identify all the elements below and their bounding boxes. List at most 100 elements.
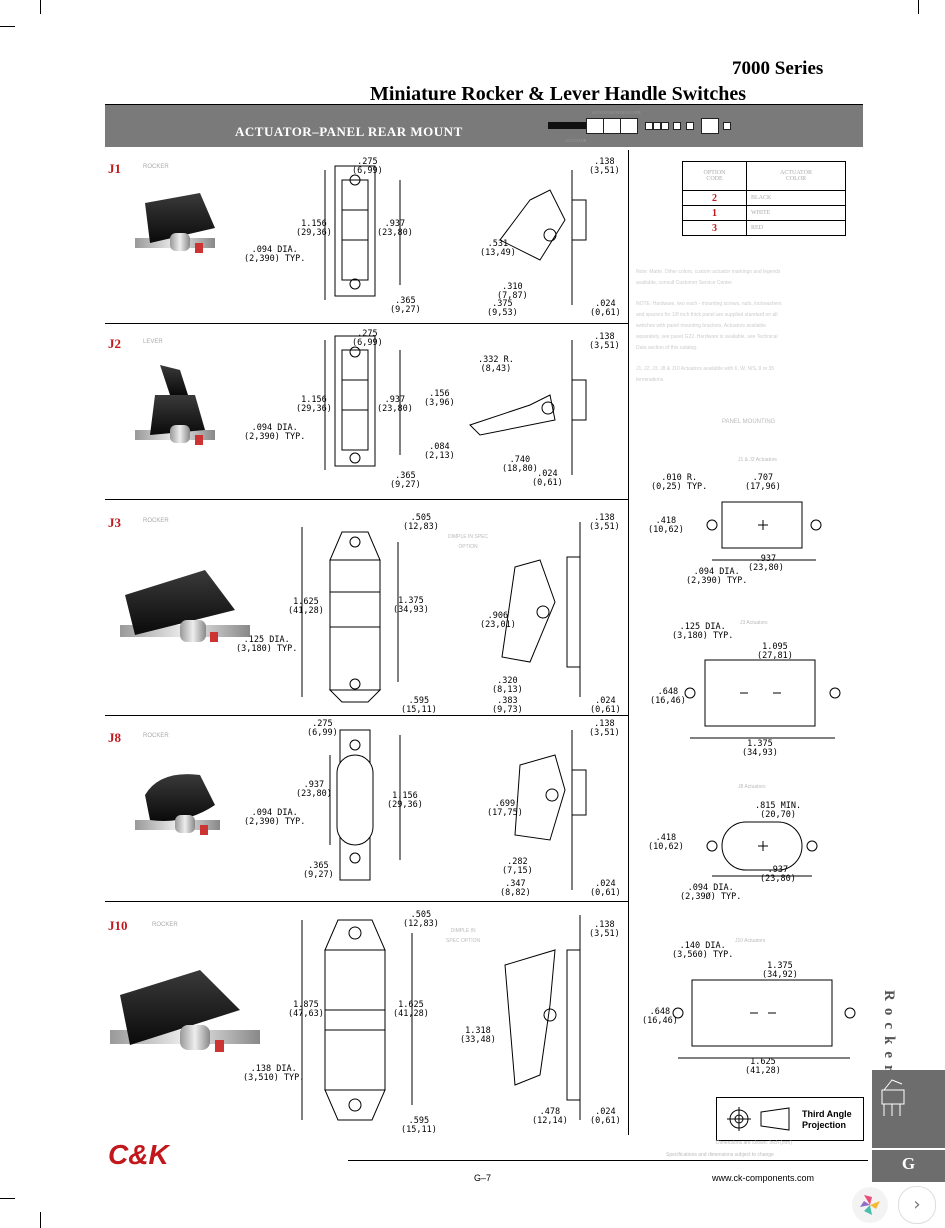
section-type-j10: ROCKER: [152, 922, 178, 928]
dim-cutout-width: 1.095 (27,81): [757, 642, 793, 661]
dim-side-thickness: .138 (3,51): [589, 920, 620, 939]
banner-title: ACTUATOR–PANEL REAR MOUNT: [235, 124, 463, 139]
dimensions-note: Dimensions are shown: Inch (mm): [716, 1140, 792, 1146]
note-text: J1, J2, J3, J8 & J10 Actuators available…: [636, 366, 775, 383]
dim-side-c: .347 (8,82): [500, 879, 531, 898]
dim-hole-dia: .138 DIA. (3,510) TYP.: [243, 1064, 305, 1083]
switch-photo-j10: [110, 970, 260, 1052]
dim-side-radius: .332 R. (8,43): [478, 355, 514, 374]
section-code-j3: J3: [108, 515, 121, 530]
section-code-j10: J10: [108, 918, 128, 933]
option-color: WHITE: [746, 205, 846, 221]
drawing-j1: [324, 165, 587, 305]
dim-front-bottom: .365 (9,27): [390, 471, 421, 490]
dim-hole-dia: .125 DIA. (3,180) TYP.: [236, 635, 298, 654]
ck-logo-text: C&K: [108, 1139, 170, 1170]
drawing-j8: [329, 729, 587, 890]
table-row: 1 WHITE: [682, 205, 846, 221]
page-title: Miniature Rocker & Lever Handle Switches: [370, 83, 747, 105]
switch-photo-j1: [135, 193, 215, 253]
series-title: 7000 Series: [732, 58, 824, 79]
dim-side-a: .531 (13,49): [480, 239, 516, 258]
section-type-j1: ROCKER: [143, 164, 169, 170]
code-label-top: ACTUATOR/OPTION CODE: [592, 110, 641, 115]
dim-front-width: .505 (12,83): [403, 513, 439, 532]
section-code-j8: J8: [108, 730, 121, 745]
dim-cutout-height: .418 (10,62): [648, 516, 684, 535]
crop-mark: [918, 0, 919, 14]
column-divider: [628, 150, 629, 1135]
dim-cutout-width: 1.375 (34,92): [762, 961, 798, 980]
dim-hole-span: .937 (23,80): [748, 554, 784, 573]
dim-cutout-width: .815 MIN. (20,70): [755, 801, 802, 820]
drawing-j10: [301, 915, 581, 1121]
note-text: NOTE: Hardware, two each - mounting scre…: [636, 301, 782, 351]
dim-side-a: .156 (3,96): [424, 389, 455, 408]
dim-front-width: .275 (6,99): [352, 329, 383, 348]
dim-hole-dia: .094 DIA. (2,390) TYP.: [686, 567, 748, 586]
dim-corner-radius: .010 R. (0,25) TYP.: [651, 473, 708, 492]
section-divider: [105, 499, 628, 500]
panel-mounting-title: PANEL MOUNTING: [722, 419, 776, 425]
dim-hole-span: 1.625 (41,28): [745, 1057, 781, 1076]
option-code: 2: [682, 190, 747, 206]
section-code-j2: J2: [108, 336, 121, 351]
dim-front-bottom: .595 (15,11): [401, 696, 437, 715]
section-code-j1: J1: [108, 161, 121, 176]
table-row: 3 RED: [682, 220, 846, 236]
ck-logo: C&K: [108, 1139, 170, 1170]
dim-side-a: .906 (23,01): [480, 611, 516, 630]
dim-front-height: 1.625 (41,28): [288, 597, 324, 616]
dim-side-d: .024 (0,61): [590, 299, 621, 318]
dim-hole-dia: .094 DIA. (2,390) TYP.: [244, 808, 306, 827]
page-number: G–7: [474, 1173, 492, 1183]
dim-side-d: .024 (0,61): [532, 469, 563, 488]
section-tab-letter: G: [872, 1150, 945, 1182]
dim-hole-dia: .094 DIA. (2,390) TYP.: [244, 423, 306, 442]
section-tab: [872, 1070, 945, 1148]
dim-front-bottom: .365 (9,27): [303, 861, 334, 880]
dim-side-d: .024 (0,61): [590, 879, 621, 898]
crop-mark: [40, 1212, 41, 1228]
viewer-logo-icon[interactable]: [852, 1187, 888, 1223]
dim-side-b: .282 (7,15): [502, 857, 533, 876]
dim-front-inner: .937 (23,80): [377, 219, 413, 238]
cutout-caption: J1 & J2 Actuators: [738, 457, 777, 463]
dim-front-height: .937 (23,80): [296, 780, 332, 799]
switch-photo-j8: [135, 774, 220, 835]
dim-side-c: .740 (18,80): [502, 455, 538, 474]
dim-side-c: .383 (9,73): [492, 696, 523, 715]
drawing-j3: [301, 522, 581, 703]
dim-cutout-height: .648 (16,46): [642, 1007, 678, 1026]
dim-hole-dia: .094 DIA. (2,39Ø) TYP.: [680, 883, 742, 902]
section-type-j3: ROCKER: [143, 518, 169, 524]
dim-side-thickness: .138 (3,51): [589, 719, 620, 738]
cutout-caption: J8 Actuators: [738, 784, 766, 790]
next-page-button[interactable]: ›: [898, 1186, 936, 1224]
actuator-color-table: OPTION CODE ACTUATOR COLOR 2 BLACK 1 WHI…: [682, 161, 846, 236]
footer-rule: [348, 1160, 868, 1161]
cutout-drawing-j1-j2: [706, 501, 822, 561]
dim-side-d: .024 (0,61): [590, 1107, 621, 1126]
switch-photo-j3: [120, 570, 250, 642]
dim-cutout-width: .707 (17,96): [745, 473, 781, 492]
dim-hole-dia: .140 DIA. (3,560) TYP.: [672, 941, 734, 960]
dim-front-width: .505 (12,83): [403, 910, 439, 929]
dim-side-c: .375 (9,53): [487, 299, 518, 318]
option-code: 3: [682, 220, 747, 236]
dim-side-thickness: .138 (3,51): [589, 332, 620, 351]
cutout-drawing-j10: [672, 979, 856, 1059]
rocker-tab-icon: [881, 1079, 905, 1116]
section-divider: [105, 323, 628, 324]
dim-side-a: .699 (17,75): [487, 799, 523, 818]
third-angle-symbol: [727, 1107, 790, 1131]
third-angle-label: Third Angle Projection: [802, 1109, 852, 1130]
dim-front-height: 1.875 (47,63): [288, 1000, 324, 1019]
table-header-code: OPTION CODE: [682, 161, 747, 191]
dim-front-height: 1.156 (29,36): [296, 219, 332, 238]
section-type-j2: LEVER: [143, 339, 163, 345]
cutout-caption: J3 Actuators: [740, 620, 768, 626]
dim-side-b: .320 (8,13): [492, 676, 523, 695]
section-banner: [105, 105, 863, 147]
note-text: Note: Matte. Other colors, custom actuat…: [636, 269, 781, 286]
